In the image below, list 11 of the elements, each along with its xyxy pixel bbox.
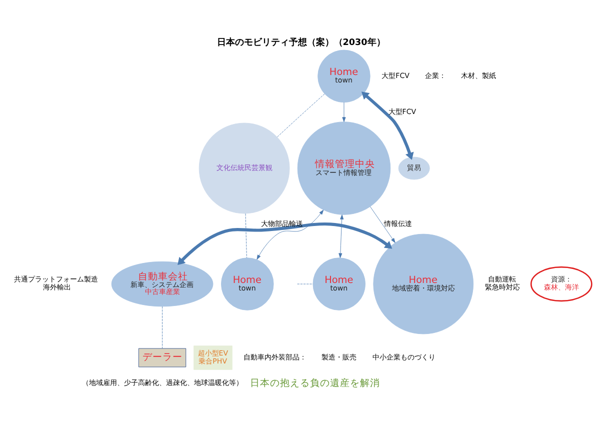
arrow	[370, 206, 396, 242]
arrow	[256, 209, 324, 260]
connector	[276, 93, 325, 137]
caption: 日本の抱える負の遺産を解消	[250, 377, 380, 388]
diagram-title: 日本のモビリティ予想（案）（2030年）	[216, 38, 386, 48]
arrow	[178, 222, 392, 265]
arrow	[361, 91, 414, 160]
connector	[245, 212, 247, 258]
arrow	[342, 102, 346, 122]
arrow	[338, 214, 344, 258]
node-box: デーラー	[138, 348, 186, 367]
